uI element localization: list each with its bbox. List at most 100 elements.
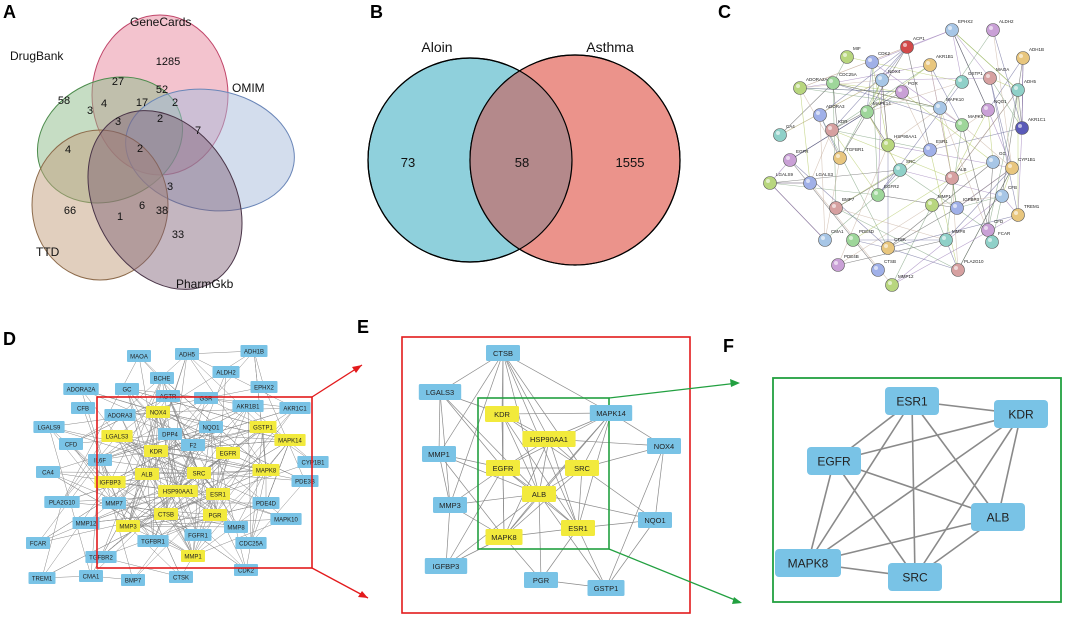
network-c-node-adora3: ADORA3 (813, 104, 845, 122)
network-d-edge (165, 513, 194, 557)
network-d-edge (48, 426, 200, 474)
network-d-edge (127, 525, 237, 528)
network-d-edge (155, 450, 267, 471)
network-d-node-cdc25a: CDC25A (235, 537, 267, 549)
network-f-edge (911, 400, 999, 518)
network-d-node-label: MMP3 (119, 525, 137, 531)
network-d-node-label: TGFBR2 (89, 556, 113, 562)
network-c-edge (881, 77, 991, 81)
network-d-node-ca4: CA4 (36, 466, 60, 478)
network-d-node-label: KDR (150, 450, 163, 456)
network-d-edge (186, 353, 296, 409)
network-d-edge (197, 469, 267, 536)
network-d-node-label: PGR (208, 514, 222, 520)
network-c-node-mif: MIF (840, 46, 861, 64)
network-d-node-label: MMP7 (105, 502, 123, 508)
network-e-edge (548, 438, 579, 529)
network-d-node-dpp4: DPP4 (158, 428, 182, 440)
network-c-edge (929, 149, 959, 271)
network-d-node-label: CFB (77, 407, 89, 413)
venn-b-label-asthma: Asthma (586, 39, 634, 55)
network-e-edge (538, 438, 550, 495)
network-d-node-ctsk: CTSK (169, 571, 193, 583)
network-e-edge (538, 493, 542, 581)
network-c-edge (891, 204, 933, 286)
network-c-node-label: NOX4 (888, 69, 901, 74)
network-c-node-mapk8: MAPK8 (955, 114, 984, 132)
network-d-edge (80, 388, 118, 437)
network-e-node-esr1: ESR1 (561, 520, 595, 536)
network-c-edge (887, 214, 1019, 249)
network-c-edge (877, 79, 883, 196)
network-d-edge (157, 407, 296, 413)
network-d-edge (99, 397, 207, 461)
network-c-node-label: EGFR (796, 149, 809, 154)
network-c-node-label: MAPK14 (873, 101, 891, 106)
network-d-edge (37, 473, 148, 544)
network-d-node-fcar: FCAR (26, 537, 50, 549)
network-e-node-mmp3: MMP3 (433, 497, 467, 513)
network-c-node-egfr2: EGFR2 (871, 184, 900, 202)
network-d-node-adh1b: ADH1B (240, 345, 268, 357)
venn-a-label-omim: OMIM (232, 81, 265, 95)
venn-a-label-ttd: TTD (36, 245, 60, 259)
network-c-node-label: ADORA3 (826, 104, 845, 109)
network-c-node-label: PDE4D (859, 229, 875, 234)
network-c-edge (779, 79, 883, 136)
network-d-edge (116, 435, 267, 471)
network-d-node-f2: F2 (181, 439, 205, 451)
network-c-node-label: ESR1 (936, 139, 948, 144)
venn-a-count: 3 (115, 116, 121, 128)
network-d-node-src: SRC (187, 467, 211, 479)
venn-a-count: 3 (167, 181, 173, 193)
network-f-node-label: EGFR (817, 455, 851, 469)
network-f-edge (997, 413, 1022, 518)
panel-label-d: D (3, 329, 16, 349)
network-c-edge (951, 29, 1019, 91)
network-c-edge (929, 64, 953, 179)
network-e-edge (439, 391, 540, 495)
network-e-node-label: SRC (574, 464, 590, 473)
network-c-edge (837, 204, 933, 266)
network-c-edge (832, 82, 941, 109)
network-e-node-alb: ALB (522, 486, 556, 502)
network-e-edge (581, 467, 656, 521)
network-c-edge (992, 29, 1023, 129)
network-c-node-label: GC (999, 151, 1007, 156)
network-c-node-label: TGFBR1 (846, 147, 864, 152)
network-d-node-label: ADORA2A (67, 388, 96, 394)
network-d-node-adora3: ADORA3 (104, 409, 136, 421)
network-e-node-label: MAPK14 (596, 409, 626, 418)
network-c-node-adh5: ADH5 (1011, 79, 1037, 97)
panel-label-e: E (357, 317, 369, 337)
network-d-node-label: CFD (65, 443, 78, 449)
network-d-node-il6f: IL6F (88, 454, 112, 466)
network-c-edge (957, 167, 1013, 271)
network-c-node-cdc25a: CDC25A (826, 72, 857, 90)
network-f-node-mapk8: MAPK8 (775, 549, 841, 577)
network-d-node-akr1b1: AKR1B1 (232, 400, 264, 412)
network-d-node-alb: ALB (135, 468, 159, 480)
network-d-node-label: MMP1 (184, 555, 202, 561)
venn-a-count: 6 (139, 200, 145, 212)
network-d-node-label: CMA1 (83, 575, 100, 581)
network-c-edge (887, 107, 941, 146)
network-e-edge (502, 352, 612, 414)
network-d-node-mmp8: MMP8 (224, 521, 248, 533)
network-d-node-mapk8: MAPK8 (252, 464, 280, 476)
network-e-edge (654, 445, 665, 521)
network-d-edge (146, 473, 154, 542)
network-d-node-label: ADORA3 (108, 414, 133, 420)
network-f-node-esr1: ESR1 (885, 387, 939, 415)
venn-a-count: 66 (64, 205, 76, 217)
network-c-node-label: ADH5 (1024, 79, 1037, 84)
venn-a-count: 27 (112, 76, 124, 88)
network-e-node-ctsb: CTSB (486, 345, 520, 361)
network-d-node-label: IGFBP3 (99, 481, 121, 487)
network-d-node-label: TGFBR1 (141, 540, 165, 546)
network-d-node-agtr: AGTR (156, 390, 180, 402)
network-f-edge (914, 413, 1022, 578)
network-d-edge (198, 405, 249, 474)
network-e-edge (438, 352, 504, 455)
network-c-node-label: LGALS3 (816, 172, 834, 177)
